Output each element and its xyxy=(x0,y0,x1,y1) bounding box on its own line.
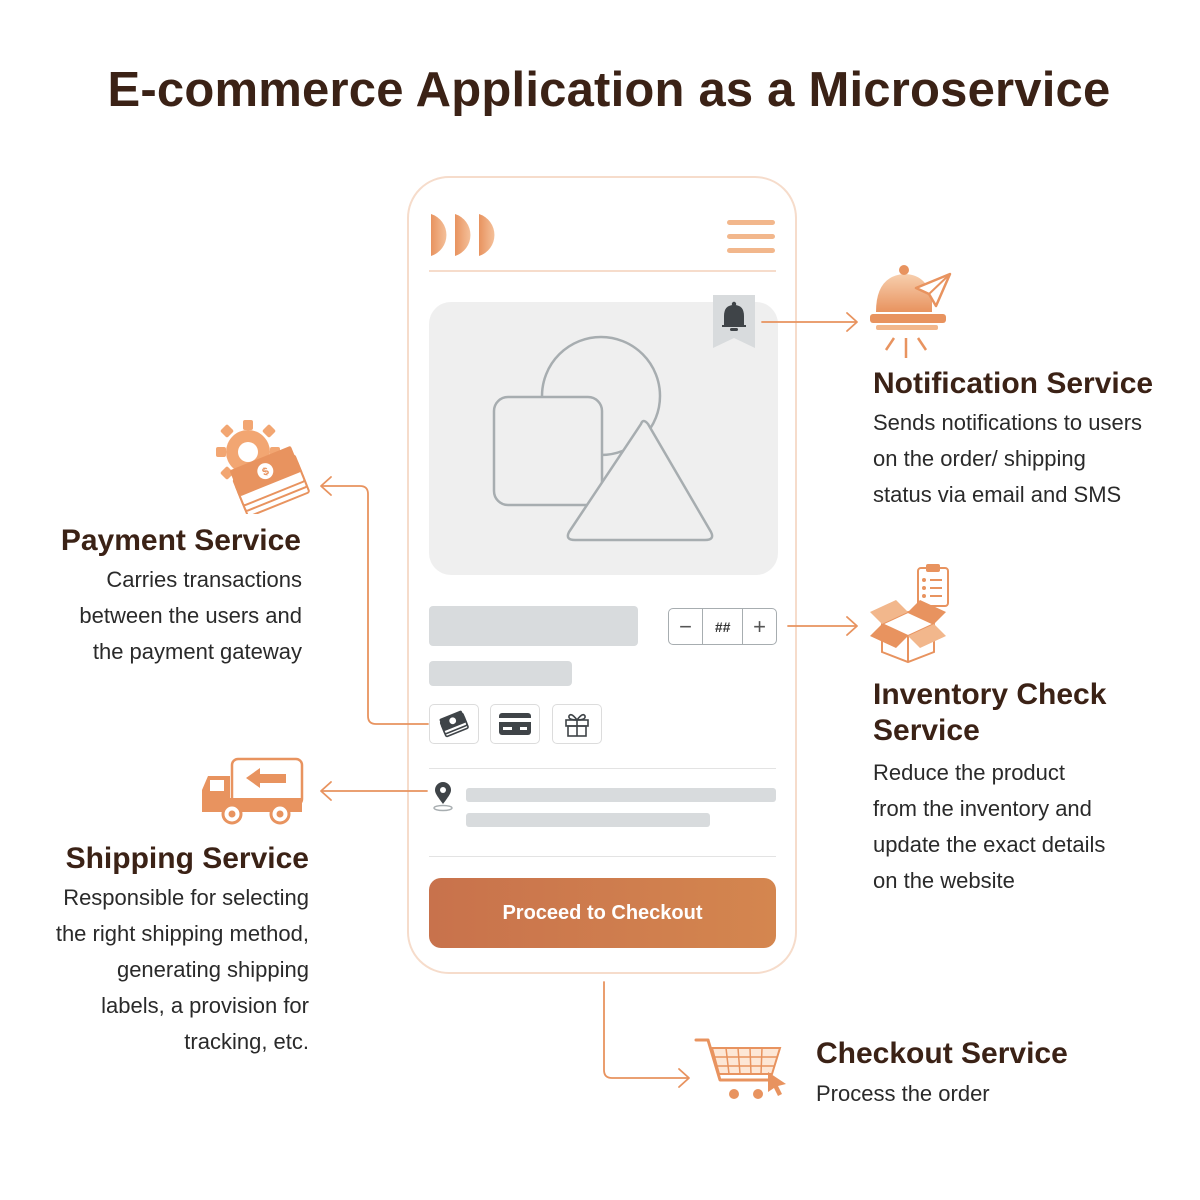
inventory-service-desc: Reduce the product from the inventory an… xyxy=(873,760,1106,893)
decrement-button[interactable]: − xyxy=(669,609,703,644)
proceed-to-checkout-button[interactable]: Proceed to Checkout xyxy=(429,878,776,948)
shopping-cart-icon xyxy=(694,1038,786,1099)
payment-service-title: Payment Service xyxy=(60,524,301,557)
money-gear-icon: $ xyxy=(216,420,310,514)
bell-paper-plane-icon xyxy=(870,265,952,358)
shipping-service-title: Shipping Service xyxy=(65,842,309,875)
product-price-placeholder xyxy=(429,661,572,686)
address-line-placeholder xyxy=(466,788,776,802)
address-divider xyxy=(429,768,776,769)
notification-service-title: Notification Service xyxy=(873,367,1154,400)
increment-button[interactable]: + xyxy=(742,609,776,644)
header-divider xyxy=(429,270,776,272)
payment-option-gift[interactable] xyxy=(552,704,602,744)
page-title: E-commerce Application as a Microservice xyxy=(107,63,1111,117)
shipping-service-desc: Responsible for selecting the right ship… xyxy=(55,885,309,1054)
credit-card-icon xyxy=(499,713,531,735)
arrow-checkout xyxy=(603,981,689,1079)
payment-option-cash[interactable] xyxy=(429,704,479,744)
delivery-truck-icon xyxy=(202,757,304,825)
product-title-placeholder xyxy=(429,606,638,646)
location-pin-icon[interactable] xyxy=(432,782,456,812)
cash-icon xyxy=(439,710,469,738)
address-line-placeholder xyxy=(466,813,710,827)
shapes-image-icon xyxy=(492,335,714,542)
svg-text:$: $ xyxy=(261,465,271,478)
logo-icon[interactable] xyxy=(429,212,503,258)
quantity-value[interactable]: ## xyxy=(714,618,731,635)
inventory-service-title: Inventory Check Service xyxy=(873,678,1107,747)
checkout-divider xyxy=(429,856,776,857)
checkout-service-title: Checkout Service xyxy=(816,1037,1068,1070)
payment-option-card[interactable] xyxy=(490,704,540,744)
menu-icon[interactable] xyxy=(726,218,776,256)
notification-service-desc: Sends notifications to users on the orde… xyxy=(873,410,1143,507)
gift-icon xyxy=(565,713,589,737)
bell-bookmark-icon[interactable] xyxy=(712,294,756,350)
box-clipboard-icon xyxy=(870,564,949,664)
arrow-payment xyxy=(321,485,429,725)
checkout-service-desc: Process the order xyxy=(816,1081,990,1106)
quantity-stepper[interactable]: − ## + xyxy=(668,608,777,645)
payment-service-desc: Carries transactions between the users a… xyxy=(79,567,302,664)
